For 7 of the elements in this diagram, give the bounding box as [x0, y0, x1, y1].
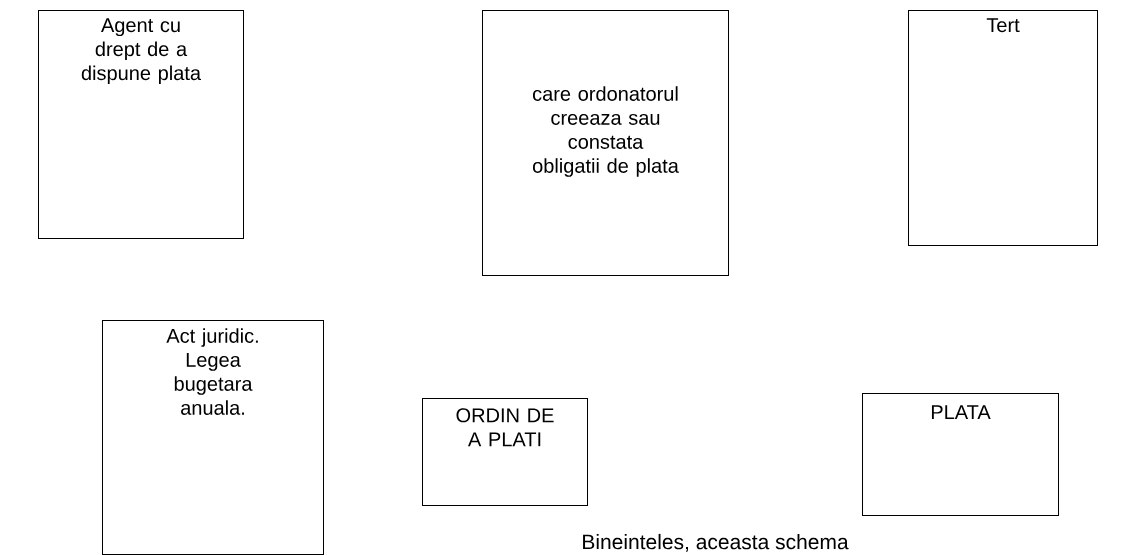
note-text: Bineinteles, aceasta schema: [583, 533, 849, 552]
text-box: care ordonatorul creeaza sau constata obligatii de plata: [482, 10, 729, 276]
text-box: PLATA: [862, 393, 1059, 516]
text-box: Act juridic. Legea bugetara anuala.: [102, 320, 324, 555]
text-box: Agent cu drept de a dispune plata: [38, 10, 244, 239]
text-box: Tert: [908, 10, 1098, 246]
text-box: ORDIN DE A PLATI: [422, 398, 588, 506]
